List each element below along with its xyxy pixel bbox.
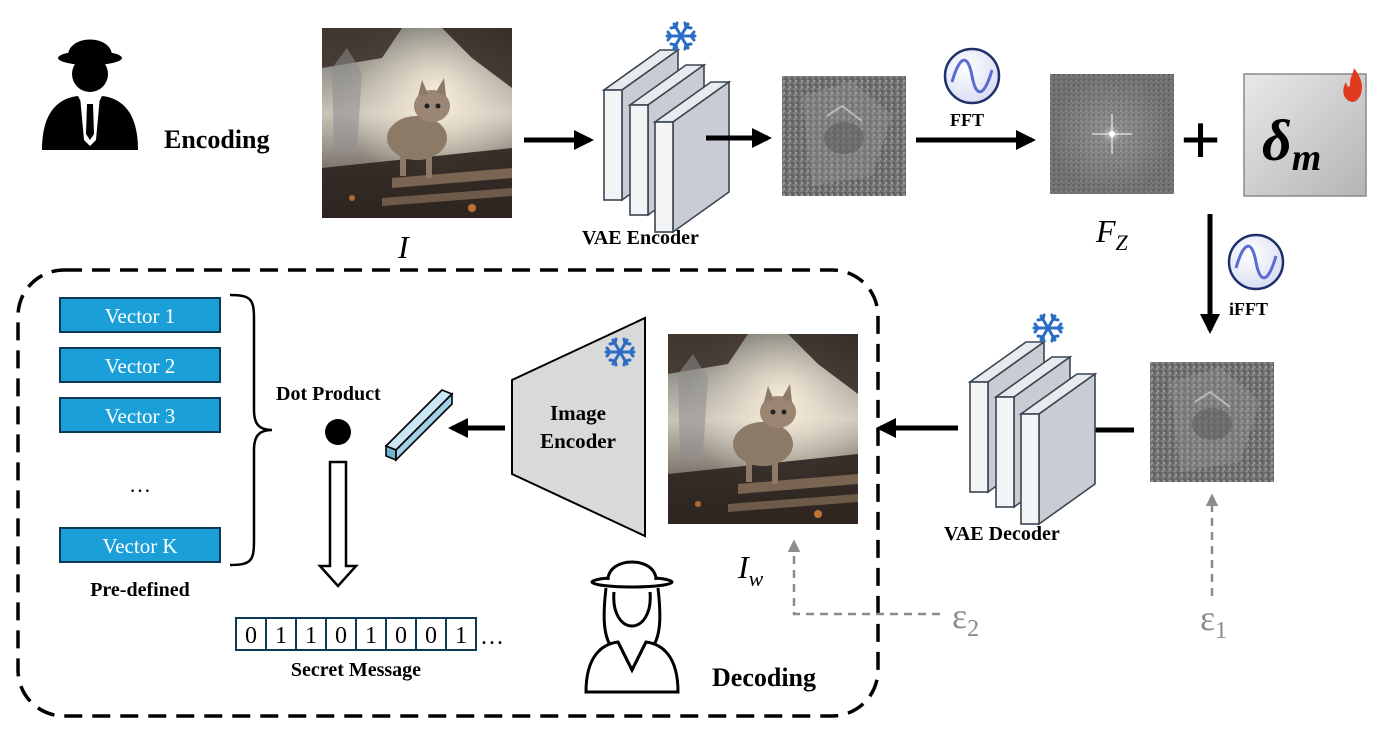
frequency-spectrum bbox=[1050, 74, 1174, 194]
vector-ellipsis: … bbox=[129, 472, 151, 497]
vector-item-3 bbox=[59, 397, 221, 433]
image-encoder-block: Image Encoder bbox=[511, 316, 646, 538]
input-image bbox=[322, 28, 512, 218]
vae-encoder-block bbox=[603, 49, 730, 233]
noisy-latent-image bbox=[1149, 361, 1275, 483]
watermarked-image bbox=[668, 334, 858, 524]
bit-cell bbox=[295, 617, 327, 651]
vector-item-3-label: Vector 3 bbox=[105, 404, 176, 428]
vae-decoder-block bbox=[969, 341, 1096, 525]
bit-cell bbox=[415, 617, 447, 651]
delta-m-label: δm bbox=[1262, 108, 1321, 179]
input-image-label: I bbox=[397, 229, 410, 265]
eps1-label: ε1 bbox=[1200, 598, 1227, 644]
bit-cell bbox=[325, 617, 357, 651]
vae-decoder-frozen-icon bbox=[1032, 313, 1064, 343]
ifft-icon bbox=[1227, 233, 1285, 291]
bit-value: 0 bbox=[335, 623, 347, 649]
vae-encoder-label: VAE Encoder bbox=[582, 227, 699, 249]
bit-value: 1 bbox=[365, 623, 377, 649]
secret-message-label: Secret Message bbox=[291, 659, 421, 681]
feature-vector-bar bbox=[384, 389, 454, 462]
bit-cell bbox=[385, 617, 417, 651]
vector-list: Vector 1 Vector 2 Vector 3 … Vector K bbox=[59, 297, 221, 563]
bit-cell bbox=[265, 617, 297, 651]
bit-value: 1 bbox=[455, 623, 467, 649]
vector-brace bbox=[229, 293, 273, 567]
vector-item-1 bbox=[59, 297, 221, 333]
image-encoder-label-line2: Encoder bbox=[540, 429, 616, 453]
eps2-label: ε2 bbox=[952, 596, 979, 642]
bit-cell bbox=[445, 617, 477, 651]
secret-message-ellipsis: … bbox=[480, 624, 504, 650]
bit-cell bbox=[235, 617, 267, 651]
vector-item-k bbox=[59, 527, 221, 563]
plus-symbol: + bbox=[1180, 100, 1221, 180]
frequency-label: FZ bbox=[1095, 213, 1129, 255]
bit-value: 0 bbox=[245, 623, 257, 649]
vae-decoder-label: VAE Decoder bbox=[944, 523, 1060, 545]
bit-value: 0 bbox=[395, 623, 407, 649]
bit-value: 1 bbox=[305, 623, 317, 649]
encoding-label: Encoding bbox=[164, 125, 270, 154]
dot-product-label: Dot Product bbox=[276, 383, 381, 405]
encoder-person-icon bbox=[42, 39, 138, 150]
vector-item-2 bbox=[59, 347, 221, 383]
noise-eps2-arrow bbox=[787, 539, 940, 616]
vector-item-1-label: Vector 1 bbox=[105, 304, 176, 328]
decoding-label: Decoding bbox=[712, 663, 816, 692]
image-encoder-label-line1: Image bbox=[550, 401, 606, 425]
decoding-region bbox=[16, 268, 880, 718]
watermarked-image-label: Iw bbox=[737, 549, 764, 591]
trainable-fire-icon bbox=[1343, 68, 1363, 102]
bit-value: 1 bbox=[275, 623, 287, 649]
predefined-label: Pre-defined bbox=[90, 579, 190, 601]
dot-product-icon bbox=[325, 419, 351, 445]
vector-item-2-label: Vector 2 bbox=[105, 354, 176, 378]
ifft-label: iFFT bbox=[1229, 299, 1268, 319]
bit-value: 0 bbox=[425, 623, 437, 649]
fft-icon bbox=[943, 47, 1001, 105]
vector-item-k-label: Vector K bbox=[102, 534, 177, 558]
latent-image bbox=[781, 75, 907, 197]
vae-encoder-frozen-icon bbox=[665, 21, 697, 51]
decoder-person-icon bbox=[584, 560, 680, 694]
bit-cell bbox=[355, 617, 387, 651]
fft-label: FFT bbox=[950, 110, 984, 130]
arrow-dot-to-message bbox=[317, 460, 359, 588]
